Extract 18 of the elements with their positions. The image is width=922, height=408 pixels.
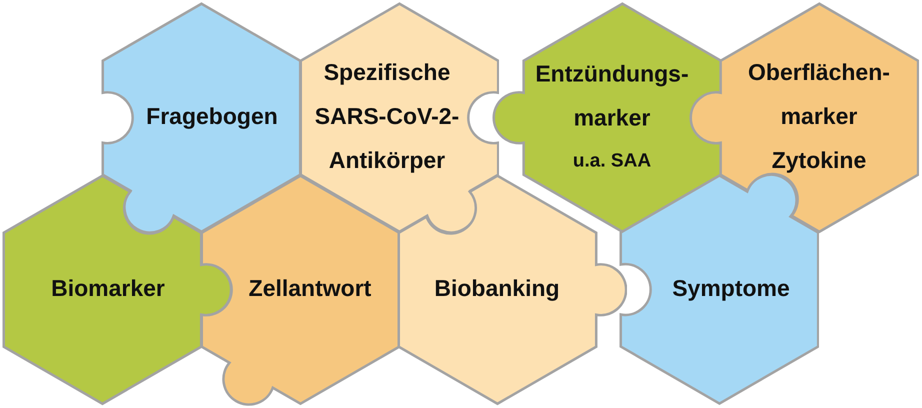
puzzle-hexagon (200, 174, 400, 407)
puzzle-hexagon (688, 2, 920, 234)
tile-label: Biomarker (51, 275, 165, 301)
tile-label: Fragebogen (146, 103, 278, 129)
puzzle-hexagon (492, 2, 722, 234)
tile-sublabel: Zytokine (772, 147, 866, 173)
tile-label: Symptome (672, 274, 790, 301)
puzzle-hexagon (618, 173, 820, 406)
tile-sublabel: u.a. SAA (572, 150, 652, 172)
tile-label: Entzündungs- marker (535, 60, 689, 130)
tile-label: Zellantwort (248, 275, 372, 301)
puzzle-hexagon (2, 174, 232, 406)
tile-label: Spezifische SARS-CoV-2- Antikörper (314, 59, 460, 173)
puzzle-hexagon (100, 2, 302, 235)
tile-label: Oberflächen- marker (748, 59, 890, 129)
puzzle-hexagon (396, 174, 628, 406)
puzzle-hexagon (298, 2, 500, 235)
tile-label: Biobanking (434, 275, 560, 301)
